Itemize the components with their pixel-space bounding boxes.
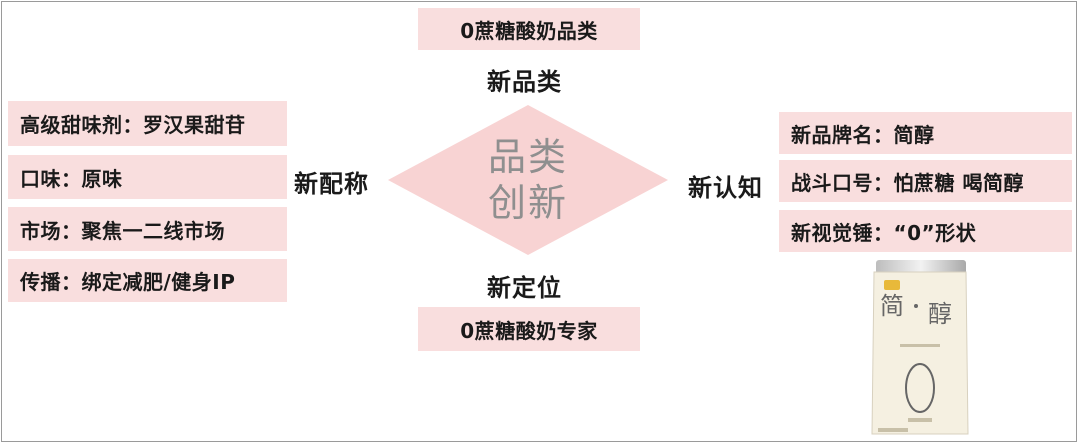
diamond-text-line2: 创新 xyxy=(487,181,568,225)
innovation-diamond: 品类 创新 xyxy=(388,105,668,255)
diamond-shape xyxy=(388,105,668,255)
yogurt-pouch-image: 简 醇 xyxy=(864,258,974,440)
bottom-label: 新定位 xyxy=(487,274,562,302)
right-item: 战斗口号：怕蔗糖 喝简醇 xyxy=(779,160,1072,202)
top-category-box: 0蔗糖酸奶品类 xyxy=(418,8,640,50)
left-item: 传播：绑定减肥/健身IP xyxy=(8,259,287,302)
right-item: 新品牌名：简醇 xyxy=(779,112,1072,154)
svg-text:简: 简 xyxy=(880,292,904,320)
right-item: 新视觉锤：“0”形状 xyxy=(779,210,1072,252)
left-label: 新配称 xyxy=(294,170,369,198)
left-item: 市场：聚焦一二线市场 xyxy=(8,207,287,251)
diamond-text-line1: 品类 xyxy=(487,135,568,179)
top-label: 新品类 xyxy=(487,68,562,96)
diamond-text: 品类 创新 xyxy=(388,105,668,255)
right-label: 新认知 xyxy=(688,174,763,202)
left-item: 高级甜味剂：罗汉果甜苷 xyxy=(8,101,287,146)
bottom-positioning-box: 0蔗糖酸奶专家 xyxy=(418,307,640,351)
left-item: 口味：原味 xyxy=(8,155,287,199)
svg-text:醇: 醇 xyxy=(928,300,952,328)
